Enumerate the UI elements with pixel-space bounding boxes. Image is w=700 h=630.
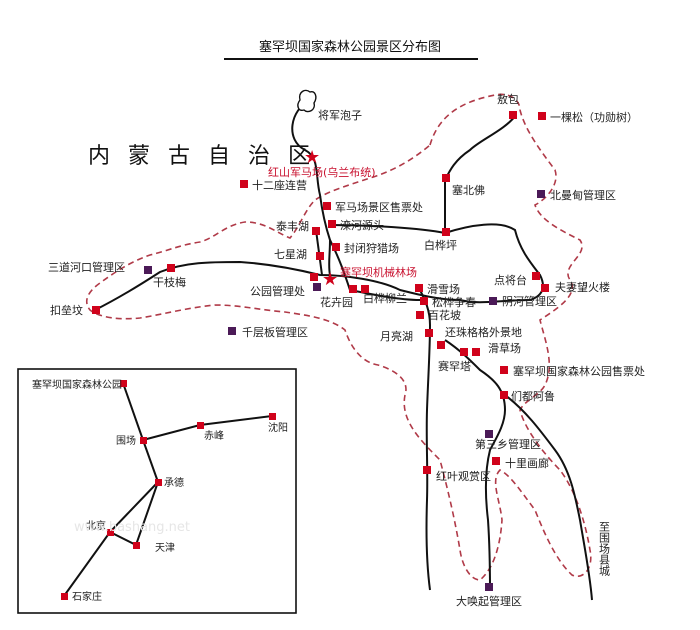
- inset-map: 塞罕坝国家森林公园 围场 赤峰 沈阳 承德 北京 天津 石家庄 www.bash…: [17, 368, 297, 614]
- park-boundary: [85, 93, 592, 581]
- label-zhuge: 还珠格格外景地: [445, 325, 522, 339]
- label-fengbi: 封闭狩猎场: [344, 241, 399, 255]
- station-markers: [144, 190, 545, 591]
- label-baihuaping: 白桦坪: [424, 238, 457, 252]
- label-ganzhimei: 干枝梅: [153, 275, 186, 289]
- inset-tianjin: 天津: [155, 542, 175, 554]
- label-to-city: 至围场县城: [598, 521, 611, 576]
- label-baihuapo: 百花坡: [428, 309, 461, 322]
- label-hongshan: 红山军马场(乌兰布统): [268, 165, 376, 179]
- label-beimandian: 北曼甸管理区: [550, 188, 616, 202]
- scenic-spot-markers: [92, 111, 549, 474]
- label-huaxue: 滑雪场: [427, 282, 460, 296]
- label-disan: 第三乡管理区: [475, 437, 541, 451]
- label-yinguo: 阴河管理区: [502, 294, 557, 308]
- label-fuqi: 夫妻望火楼: [555, 280, 610, 294]
- roads: [94, 99, 593, 601]
- label-koulei: 扣垒坟: [50, 303, 83, 317]
- label-aduhu: 们都阿鲁: [511, 389, 555, 403]
- label-huahui: 花卉园: [320, 296, 353, 309]
- label-jiangjun: 将军泡子: [318, 108, 362, 122]
- star-icon-hongshan: ★: [304, 147, 320, 168]
- label-songhua: 松桦争春: [432, 295, 476, 309]
- label-baihualiu: 白桦柳兰: [363, 291, 407, 305]
- label-hongye: 红叶观赏区: [436, 470, 491, 483]
- label-huacao: 滑草场: [488, 341, 521, 355]
- label-forest-farm: 塞罕坝机械林场: [340, 265, 417, 279]
- label-qianceng: 千层板管理区: [242, 325, 308, 339]
- inset-chengde: 承德: [164, 476, 184, 489]
- label-yikesong: 一棵松（功勋树）: [550, 110, 638, 124]
- inset-chifeng: 赤峰: [204, 430, 224, 442]
- star-icon-forest-farm: ★: [322, 269, 338, 290]
- label-aobao: 敖包: [497, 93, 519, 106]
- region-label: 内蒙古自治区: [88, 144, 328, 169]
- jiangjun-lake: [297, 89, 317, 113]
- label-gongyuan: 公园管理处: [250, 284, 305, 298]
- label-shoupiao: 塞罕坝国家森林公园售票处: [513, 364, 645, 378]
- label-saibeifo: 塞北佛: [452, 183, 485, 197]
- inset-shijiazhuang: 石家庄: [72, 590, 102, 603]
- label-sandao: 三道河口管理区: [48, 260, 125, 274]
- label-dianjiang: 点将台: [494, 273, 527, 287]
- inset-beijing: 北京: [86, 519, 106, 532]
- label-saihanta: 赛罕塔: [438, 359, 471, 373]
- label-luanhe: 滦河源头: [340, 218, 384, 232]
- label-shili: 十里画廊: [505, 456, 549, 470]
- label-shiersan: 十二座连营: [252, 178, 307, 192]
- inset-weichang: 围场: [116, 434, 136, 447]
- label-junma: 军马场景区售票处: [335, 200, 423, 214]
- label-yueliang: 月亮湖: [380, 329, 413, 343]
- label-qixing: 七星湖: [274, 248, 307, 261]
- inset-park: 塞罕坝国家森林公园: [32, 378, 122, 391]
- label-taifeng: 泰丰湖: [276, 219, 309, 233]
- watermark: www.bashang.net: [74, 520, 190, 535]
- label-dahuan: 大唤起管理区: [456, 594, 522, 608]
- map-title: 塞罕坝国家森林公园景区分布图: [259, 39, 441, 55]
- inset-shenyang: 沈阳: [268, 421, 288, 434]
